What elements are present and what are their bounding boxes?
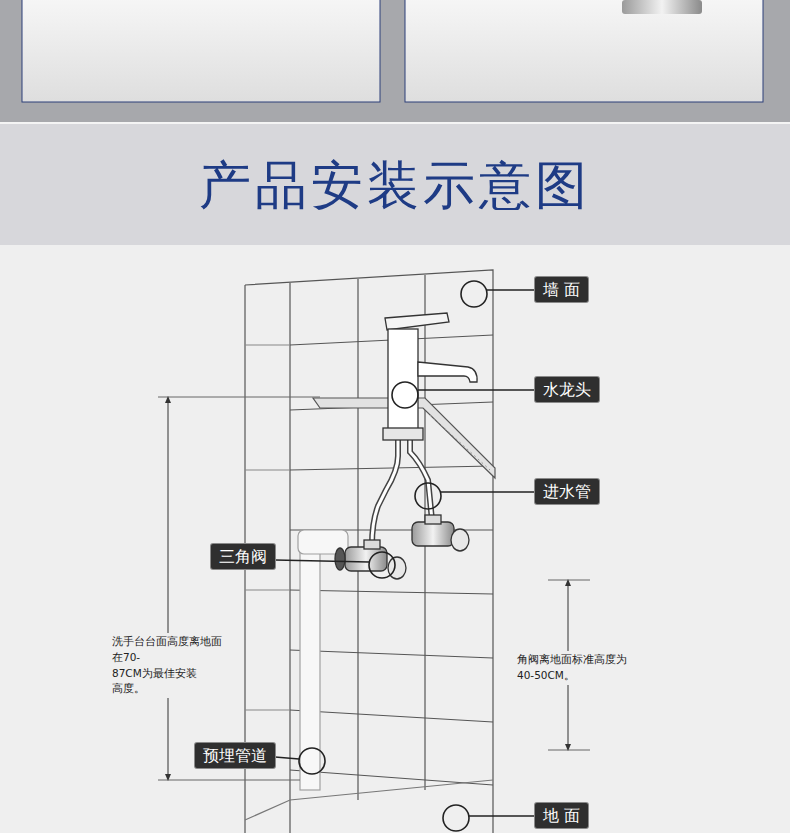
callout-box: 地 面 bbox=[535, 803, 588, 828]
callout-leaders-part bbox=[461, 281, 487, 307]
callout-leaders-part bbox=[392, 382, 418, 408]
faucet bbox=[383, 313, 477, 440]
callout-leaders-part bbox=[441, 491, 535, 493]
wall-part bbox=[357, 279, 358, 800]
angle-valves-part bbox=[425, 515, 441, 524]
top-product-panels-part bbox=[405, 0, 763, 102]
dimension-lines bbox=[158, 397, 590, 780]
dimension-lines-part bbox=[158, 397, 320, 398]
callout-box: 水龙头 bbox=[535, 377, 599, 402]
faucet-part bbox=[388, 329, 418, 429]
supply-hoses-part bbox=[372, 440, 398, 545]
callout-box: 进水管 bbox=[535, 479, 599, 504]
callout-box: 预埋管道 bbox=[195, 743, 275, 768]
wall-part bbox=[245, 780, 493, 820]
callout-text: 预埋管道 bbox=[203, 745, 267, 766]
callout-text: 进水管 bbox=[543, 481, 591, 502]
top-product-panels-part bbox=[0, 122, 790, 124]
dimension-lines-part bbox=[158, 780, 300, 781]
top-product-panels-part bbox=[22, 0, 380, 102]
title-band bbox=[0, 124, 790, 245]
wall-part bbox=[290, 466, 493, 470]
callout-box: 墙 面 bbox=[535, 277, 588, 302]
wall-part bbox=[245, 345, 290, 710]
callout-text: 三角阀 bbox=[219, 546, 267, 567]
angle-valves-part bbox=[335, 548, 345, 570]
embedded-pipe bbox=[298, 530, 348, 790]
top-product-panels bbox=[0, 0, 790, 124]
supply-hoses-part bbox=[372, 440, 398, 545]
angle-valves-part bbox=[345, 547, 387, 571]
callout-leaders-part bbox=[487, 289, 535, 291]
faucet-part bbox=[385, 313, 449, 330]
callout-leaders-part bbox=[443, 805, 469, 831]
angle-valves-part bbox=[451, 529, 469, 551]
illustration-ground bbox=[0, 245, 790, 833]
supply-hoses-part bbox=[410, 440, 432, 520]
supply-hoses-part bbox=[410, 440, 432, 520]
dimension-lines-part bbox=[548, 580, 590, 581]
dimension-lines-part bbox=[168, 399, 169, 778]
top-product-panels-part bbox=[622, 0, 702, 14]
callout-leaders-part bbox=[415, 483, 441, 509]
faucet-part bbox=[383, 428, 423, 440]
countertop-part bbox=[430, 415, 490, 470]
dimension-lines-part bbox=[548, 750, 590, 751]
callout-leaders-part bbox=[275, 560, 369, 562]
title: 产品安装示意图 bbox=[0, 150, 790, 220]
wall bbox=[245, 270, 493, 833]
wall-part bbox=[289, 283, 290, 833]
angle-valves bbox=[335, 515, 469, 579]
callout-leaders-part bbox=[275, 757, 299, 759]
callout-leaders-part bbox=[418, 389, 535, 391]
callout-box: 三角阀 bbox=[211, 544, 275, 569]
note-text: 洗手台台面高度离地面 在70-87CM为最佳安装 高度。 bbox=[110, 633, 224, 698]
callout-leaders-part bbox=[299, 748, 325, 774]
callout-text: 墙 面 bbox=[543, 279, 580, 300]
callout-text: 地 面 bbox=[543, 805, 580, 826]
angle-valves-part bbox=[412, 522, 454, 546]
wall-part bbox=[245, 270, 493, 833]
callout-leaders-part bbox=[369, 552, 395, 578]
faucet-part bbox=[418, 362, 477, 382]
callout-text: 水龙头 bbox=[543, 379, 591, 400]
angle-valves-part bbox=[364, 540, 380, 549]
note-text: 角阀离地面标准高度为 40-50CM。 bbox=[515, 651, 629, 685]
callout-leaders-part bbox=[469, 815, 535, 817]
callout-leaders bbox=[275, 281, 535, 831]
